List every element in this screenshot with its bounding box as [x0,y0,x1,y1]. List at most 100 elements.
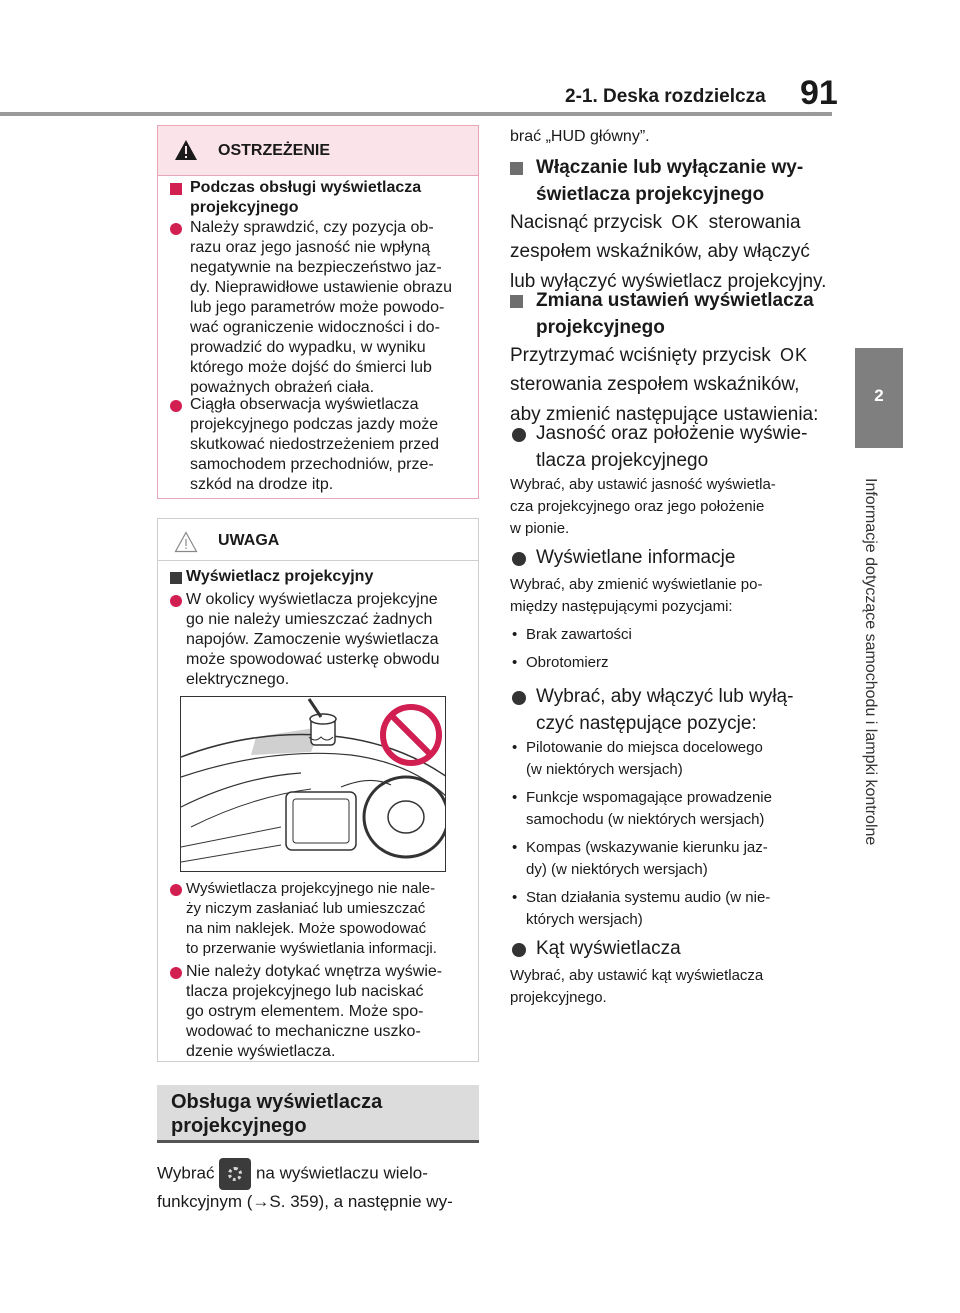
notice-text: Nie należy dotykać wnętrza wyświe- [186,963,443,980]
warning-text: Ciągła obserwacja wyświetlacza [190,396,419,413]
round-bullet [512,428,526,442]
item-heading: Wyświetlane informacje [536,547,736,568]
list-item-text: Brak zawartości [526,626,632,643]
list-item-text: dy) (w niektórych wersjach) [526,861,708,878]
body-paragraph: Przytrzymać wciśnięty przycisk OK [510,340,812,371]
warning-heading-line: projekcyjnego [190,199,299,216]
body-text: brać „HUD główny”. [510,128,650,145]
section-heading-line: Obsługa wyświetlacza [171,1091,383,1113]
square-bullet [170,183,182,195]
section-heading: Obsługa wyświetlacza projekcyjnego [157,1085,479,1143]
warning-heading-line: Podczas obsługi wyświetlacza [190,179,422,196]
item-heading: Kąt wyświetlacza [536,938,681,959]
warning-text: skutkować niedostrzeżeniem przed [190,436,440,453]
warning-text: razu oraz jego jasność nie wpłyną [190,239,431,256]
round-bullet [170,400,182,412]
list-item: • [512,654,518,671]
subheading-line: Zmiana ustawień wyświetlacza [536,290,814,311]
warning-text: szkód na drodze itp. [190,476,334,493]
round-bullet [512,552,526,566]
item-heading-line: Jasność oraz położenie wyświe- [536,423,808,444]
body-text: Przytrzymać wciśnięty przycisk [510,345,771,366]
item-text: Wybrać, aby zmienić wyświetlanie po- [510,576,763,593]
item-text: w pionie. [510,520,570,537]
dashboard-drawing [181,698,445,863]
square-bullet [510,295,523,308]
ok-button-icon: OK [671,212,700,232]
warning-text: wać ograniczenie widoczności i do- [190,319,440,336]
list-item-text: samochodu (w niektórych wersjach) [526,811,765,828]
warning-text: prowadzić do wypadku, w wyniku [190,339,426,356]
round-bullet [170,223,182,235]
notice-text: wodować to mechaniczne uszko- [186,1023,421,1040]
body-text: funkcyjnym (→S. 359), a następnie wy- [157,1192,453,1211]
notice-text: może spowodować usterkę obwodu [186,651,440,668]
round-bullet [512,691,526,705]
warning-text: którego może dojść do śmierci lub [190,359,432,376]
list-item-text: Stan działania systemu audio (w nie- [526,889,771,906]
warning-text: projekcyjnego podczas jazdy może [190,416,439,433]
notice-header: UWAGA [158,519,478,561]
list-item: • [512,839,518,856]
warning-text: Należy sprawdzić, czy pozycja ob- [190,219,434,236]
chapter-title: Informacje dotyczące samochodu i lampki … [862,478,879,846]
notice-text: ży niczym zasłaniać lub umieszczać [186,900,426,917]
body-text: Wybrać [157,1163,215,1183]
list-item: • [512,626,518,643]
chapter-tab: 2 [855,348,903,448]
notice-text: na nim naklejek. Może spowodować [186,920,427,937]
warning-text: lub jego parametrów może powodo- [190,299,445,316]
page-number: 91 [800,74,838,112]
list-item: • [512,739,518,756]
warning-text: poważnych obrażeń ciała. [190,379,375,396]
item-heading-line: czyć następujące pozycje: [536,713,757,734]
body-text: zespołem wskaźników, aby włączyć [510,241,810,262]
notice-text: tlacza projekcyjnego lub naciskać [186,983,424,1000]
body-paragraph: Nacisnąć przycisk OK sterowania [510,207,801,238]
item-text: Wybrać, aby ustawić kąt wyświetlacza [510,967,764,984]
notice-heading: Wyświetlacz projekcyjny [186,568,374,585]
body-text: sterowania [708,212,801,233]
warning-text: dy. Nieprawidłowe ustawienie obrazu [190,279,453,296]
warning-icon [175,140,197,160]
item-text: projekcyjnego. [510,989,607,1006]
notice-text: W okolicy wyświetlacza projekcyjne [186,591,438,608]
list-item: • [512,889,518,906]
item-heading-line: Wybrać, aby włączyć lub wyłą- [536,686,794,707]
warning-header: OSTRZEŻENIE [158,126,478,176]
notice-text: elektrycznego. [186,671,290,688]
notice-box: UWAGA Wyświetlacz projekcyjny W okolicy … [157,518,479,1062]
settings-gear-icon [219,1158,252,1190]
warning-title: OSTRZEŻENIE [218,142,331,159]
header-rule [0,112,832,116]
chapter-number: 2 [874,386,884,405]
round-bullet [170,884,182,896]
subheading-line: Włączanie lub wyłączanie wy- [536,157,804,178]
notice-text: napojów. Zamoczenie wyświetlacza [186,631,439,648]
notice-text: go ostrym elementem. Może spo- [186,1003,424,1020]
notice-text: Wyświetlacza projekcyjnego nie nale- [186,880,436,897]
round-bullet [170,967,182,979]
round-bullet [512,943,526,957]
body-text: lub wyłączyć wyświetlacz projekcyjny. [510,271,827,292]
body-text: Nacisnąć przycisk [510,212,663,233]
list-item-text: Obrotomierz [526,654,609,671]
list-item-text: których wersjach) [526,911,643,928]
caution-icon [174,531,198,553]
list-item-text: Kompas (wskazywanie kierunku jaz- [526,839,768,856]
section-heading-line: projekcyjnego [171,1115,307,1137]
list-item-text: Funkcje wspomagające prowadzenie [526,789,772,806]
list-item-text: Pilotowanie do miejsca docelowego [526,739,763,756]
subheading-line: świetlacza projekcyjnego [536,184,765,205]
warning-text: samochodem przechodniów, prze- [190,456,434,473]
ok-button-icon: OK [780,345,809,365]
warning-text: negatywnie na bezpieczeństwo jaz- [190,259,442,276]
list-item: • [512,789,518,806]
body-text: sterowania zespołem wskaźników, [510,374,800,395]
notice-title: UWAGA [218,532,280,549]
square-bullet [170,572,182,584]
section-title: 2-1. Deska rozdzielcza [565,86,766,107]
item-text: cza projekcyjnego oraz jego położenie [510,498,765,515]
notice-text: dzenie wyświetlacza. [186,1043,336,1060]
item-heading-line: tlacza projekcyjnego [536,450,709,471]
